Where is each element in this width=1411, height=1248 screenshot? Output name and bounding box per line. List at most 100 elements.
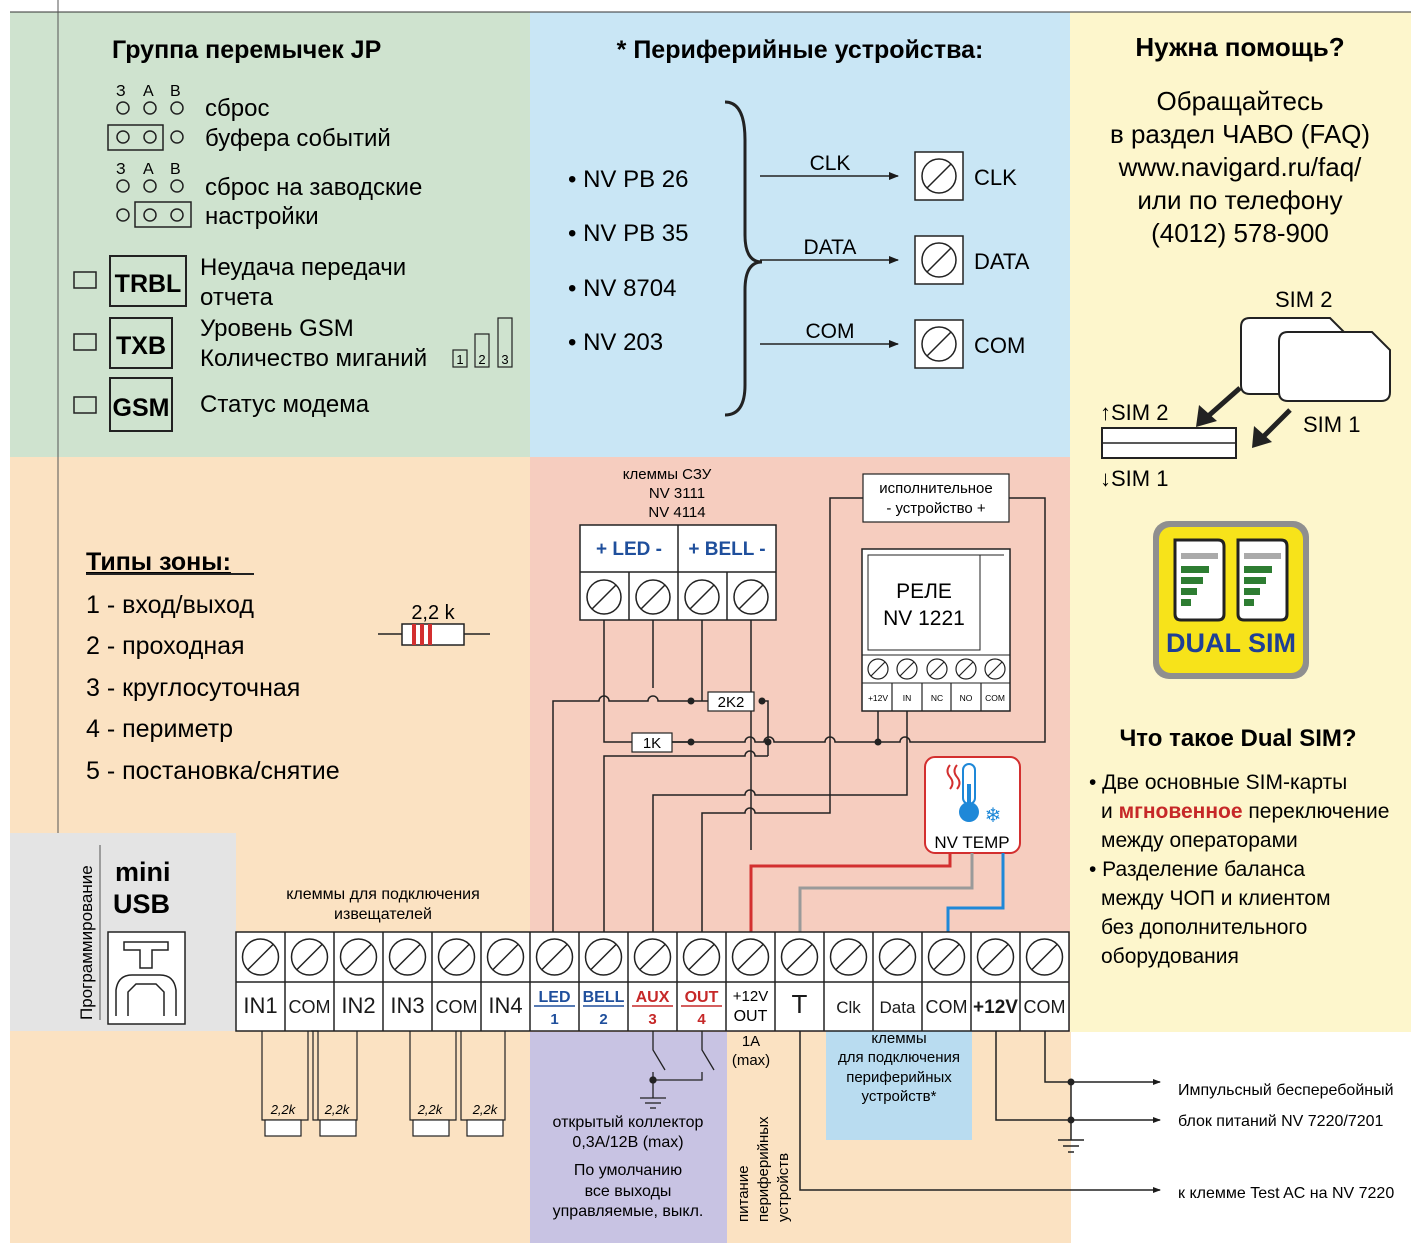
szu-model2: NV 4114 xyxy=(648,504,705,521)
out12-top: +12V xyxy=(733,988,768,1005)
terminal-label: T xyxy=(792,989,808,1019)
device-203: • NV 203 xyxy=(568,329,663,356)
sensor-resistors xyxy=(261,1030,506,1137)
device-8704: • NV 8704 xyxy=(568,275,676,302)
device-pb35: • NV PB 35 xyxy=(568,220,688,247)
actuator-label2: - устройство + xyxy=(886,500,986,517)
signal-com: COM COM xyxy=(760,319,1025,369)
periph-terminals-note xyxy=(826,1030,972,1140)
outputs-note-panel xyxy=(530,1032,727,1243)
wire-red xyxy=(749,853,952,932)
txb-badge: TXB xyxy=(116,332,166,360)
dual-sim-text: DUAL SIM xyxy=(1166,628,1296,658)
reset-buffer-line1: сброс xyxy=(205,95,269,122)
device-pb26: • NV PB 26 xyxy=(568,166,688,193)
sensor-terminals-label1: клеммы для подключения xyxy=(286,886,480,903)
resistor-icon: 2,2 k xyxy=(378,602,490,646)
terminal-13-data: Data xyxy=(872,932,917,1031)
mini-label: mini xyxy=(115,857,171,887)
terminal-label: COM xyxy=(926,997,968,1017)
sensor-r1: 2,2k xyxy=(270,1102,297,1117)
peripherals-panel xyxy=(530,12,1070,457)
terminal-number: 2 xyxy=(599,1011,607,1028)
junction-dots xyxy=(687,697,882,746)
wire-blue xyxy=(946,853,1005,932)
trbl-text2: отчета xyxy=(200,284,274,311)
blink-1: 1 xyxy=(456,352,463,367)
terminal-0-in1: IN1 xyxy=(241,938,280,1018)
terminal-label: LED xyxy=(539,989,571,1006)
terminal-label: Data xyxy=(880,998,916,1017)
test-ac-label: к клемме Test AC на NV 7220 xyxy=(1178,1185,1394,1202)
terminal-3-in3: IN3 xyxy=(382,932,427,1031)
pin-label-a2: А xyxy=(143,161,154,178)
programming-vertical-label: Программирование xyxy=(77,865,96,1020)
oc-note-4: все выходы xyxy=(585,1183,672,1200)
pin-label-z: З xyxy=(116,83,126,100)
blink-2: 2 xyxy=(478,352,485,367)
psu-label-2: блок питаний NV 7220/7201 xyxy=(1178,1113,1384,1130)
relay-pin-com: COM xyxy=(985,693,1005,703)
reset-factory-line2: настройки xyxy=(205,203,319,230)
actuator-label1: исполнительное xyxy=(879,480,993,497)
terminal-label: IN4 xyxy=(488,993,522,1018)
signal-data: DATA DATA xyxy=(760,235,1030,285)
terminal-15-12v: +12V xyxy=(970,932,1018,1031)
terminal-label: +12V xyxy=(973,997,1018,1018)
terminal-label: BELL xyxy=(583,989,625,1006)
gsm-text1: Статус модема xyxy=(200,391,370,418)
terminal-number: 1 xyxy=(550,1011,558,1028)
terminal-1-com: COM xyxy=(284,932,331,1031)
zone-type-4: 4 - периметр xyxy=(86,715,233,743)
txb-text1: Уровень GSM xyxy=(200,315,354,342)
data-arrow-label: DATA xyxy=(804,236,857,259)
sim1-label: SIM 1 xyxy=(1303,412,1360,437)
reset-buffer-line2: буфера событий xyxy=(205,125,391,152)
relay-nv1221: РЕЛЕ NV 1221 +12V IN NC NO COM xyxy=(861,548,1011,712)
wire-grey xyxy=(798,853,974,932)
szu-led-label: + LED - xyxy=(596,539,662,560)
r1k-label: 1K xyxy=(643,735,661,752)
sensor-r2: 2,2k xyxy=(324,1102,351,1117)
help-line-2: в раздел ЧАВО (FAQ) xyxy=(1110,119,1370,149)
trbl-badge: TRBL xyxy=(115,270,182,298)
led-trbl: TRBL Неудача передачи отчета xyxy=(73,254,406,311)
terminal-7-bell: BELL 2 xyxy=(578,932,625,1031)
usb-label: USB xyxy=(113,889,170,919)
terminal-number: 4 xyxy=(697,1011,706,1028)
resistor-2k2: 2K2 xyxy=(707,691,755,712)
open-collector-switch xyxy=(640,1031,715,1109)
terminal-label: IN3 xyxy=(390,993,424,1018)
sensor-terminals-label2: извещателей xyxy=(334,906,432,923)
relay-pin-nc: NC xyxy=(931,693,943,703)
pin-label-v: В xyxy=(170,83,181,100)
clk-terminal-label: CLK xyxy=(974,165,1017,190)
periph-term-4: устройств* xyxy=(862,1088,937,1105)
terminal-label: IN2 xyxy=(341,993,375,1018)
max-1a-note: (max) xyxy=(732,1052,770,1069)
data-terminal-label: DATA xyxy=(974,249,1030,274)
mini-usb-port-icon[interactable] xyxy=(107,931,186,1025)
terminal-11-t: T xyxy=(774,932,819,1031)
r2k2-label: 2K2 xyxy=(718,694,745,711)
actuator-device: исполнительное - устройство + xyxy=(862,473,1010,523)
bullet2-line4: оборудования xyxy=(1101,945,1239,968)
slot-sim2-label: ↑SIM 2 xyxy=(1100,400,1168,425)
jumper-pins-row1 xyxy=(107,101,184,151)
terminal-label: IN1 xyxy=(243,993,277,1018)
zone-type-3: 3 - круглосуточная xyxy=(86,674,300,702)
terminal-label: AUX xyxy=(636,989,670,1006)
szu-terminal-block: + LED - + BELL - xyxy=(579,524,777,621)
bullet2-line2: между ЧОП и клиентом xyxy=(1101,887,1331,910)
psu-label-1: Импульсный бесперебойный xyxy=(1178,1082,1394,1099)
help-line-1: Обращайтесь xyxy=(1156,86,1323,116)
sim2-label: SIM 2 xyxy=(1275,287,1332,312)
pin-label-z2: З xyxy=(116,161,126,178)
zones-title: Типы зоны: xyxy=(86,548,231,576)
led-gsm: GSM Статус модема xyxy=(73,377,370,432)
gsm-badge: GSM xyxy=(113,394,170,422)
relay-pin-12v: +12V xyxy=(868,693,888,703)
bullet1-line3: между операторами xyxy=(1101,829,1298,852)
oc-note-3: По умолчанию xyxy=(574,1162,682,1179)
